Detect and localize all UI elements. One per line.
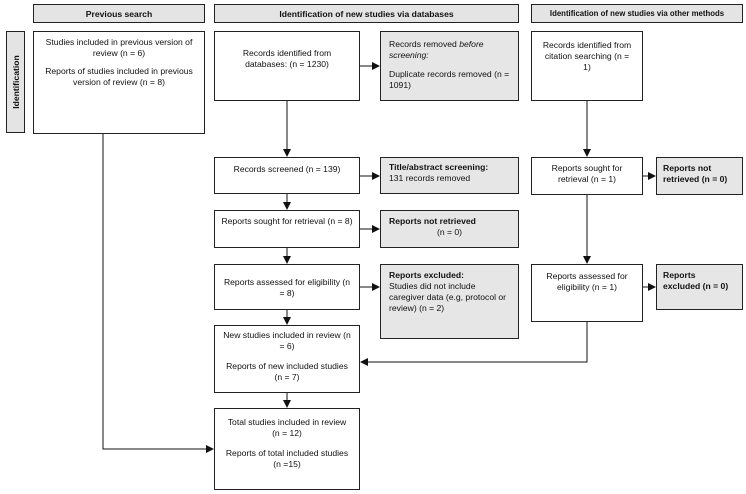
citation-records-text: Records identified from citation searchi… bbox=[542, 40, 632, 72]
reports-excluded-detail: Studies did not include caregiver data (… bbox=[389, 281, 507, 313]
other-excluded-box: Reports excluded (n = 0) bbox=[656, 264, 743, 310]
other-not-retrieved-box: Reports not retrieved (n = 0) bbox=[656, 157, 743, 195]
screening-removed-title: Title/abstract screening: bbox=[389, 162, 489, 172]
records-screened-text: Records screened (n = 139) bbox=[233, 164, 341, 174]
records-removed-title: Records removed before screening: bbox=[389, 39, 510, 61]
side-label-identification: Identification bbox=[6, 31, 25, 133]
records-removed-title-b: before screening: bbox=[389, 39, 484, 60]
citation-records-box: Records identified from citation searchi… bbox=[531, 31, 643, 101]
records-identified-box: Records identified from databases: (n = … bbox=[214, 31, 360, 101]
reports-sought-text: Reports sought for retrieval (n = 8) bbox=[221, 216, 353, 226]
other-excluded-a: Reports bbox=[663, 270, 696, 280]
records-identified-text: Records identified from databases: (n = … bbox=[242, 48, 332, 69]
new-studies-box: New studies included in review (n = 6) R… bbox=[214, 325, 360, 393]
reports-assessed-text: Reports assessed for eligibility (n = 8) bbox=[223, 277, 351, 298]
total-studies-box: Total studies included in review (n = 12… bbox=[214, 408, 360, 490]
screening-removed-detail: 131 records removed bbox=[389, 173, 471, 183]
new-studies-text: New studies included in review (n = 6) bbox=[223, 330, 351, 351]
other-not-retrieved-b: retrieved (n = 0) bbox=[663, 174, 728, 184]
header-other-methods: Identification of new studies via other … bbox=[531, 4, 743, 23]
header-databases: Identification of new studies via databa… bbox=[214, 4, 519, 23]
other-excluded-b: excluded (n = 0) bbox=[663, 281, 729, 291]
records-removed-detail: Duplicate records removed (n = 1091) bbox=[389, 69, 510, 90]
reports-not-retrieved-detail: (n = 0) bbox=[436, 227, 463, 237]
other-reports-assessed-box: Reports assessed for eligibility (n = 1) bbox=[531, 264, 643, 322]
reports-sought-box: Reports sought for retrieval (n = 8) bbox=[214, 210, 360, 248]
total-reports-text: Reports of total included studies (n =15… bbox=[225, 448, 349, 469]
other-not-retrieved-a: Reports not bbox=[663, 163, 712, 173]
other-reports-assessed-text: Reports assessed for eligibility (n = 1) bbox=[546, 271, 628, 292]
arrow-other-assessed-to-new bbox=[360, 322, 588, 366]
records-removed-title-a: Records removed bbox=[389, 39, 460, 49]
reports-excluded-box: Reports excluded: Studies did not includ… bbox=[380, 264, 519, 339]
previous-studies-text: Studies included in previous version of … bbox=[45, 37, 193, 58]
new-reports-text: Reports of new included studies (n = 7) bbox=[226, 361, 348, 382]
other-reports-sought-box: Reports sought for retrieval (n = 1) bbox=[531, 157, 643, 195]
screening-removed-box: Title/abstract screening: 131 records re… bbox=[380, 157, 519, 194]
reports-excluded-title: Reports excluded: bbox=[389, 270, 464, 280]
other-reports-sought-text: Reports sought for retrieval (n = 1) bbox=[551, 163, 623, 184]
records-removed-box: Records removed before screening: Duplic… bbox=[380, 31, 519, 101]
reports-not-retrieved-box: Reports not retrieved (n = 0) bbox=[380, 210, 519, 248]
total-studies-text: Total studies included in review (n = 12… bbox=[227, 417, 347, 438]
reports-not-retrieved-title: Reports not retrieved bbox=[389, 216, 476, 226]
arrow-previous-to-total bbox=[102, 134, 214, 453]
previous-reports-text: Reports of studies included in previous … bbox=[45, 66, 193, 87]
reports-assessed-box: Reports assessed for eligibility (n = 8) bbox=[214, 264, 360, 310]
previous-studies-box: Studies included in previous version of … bbox=[33, 31, 205, 134]
header-previous-search: Previous search bbox=[33, 4, 205, 23]
records-screened-box: Records screened (n = 139) bbox=[214, 157, 360, 194]
